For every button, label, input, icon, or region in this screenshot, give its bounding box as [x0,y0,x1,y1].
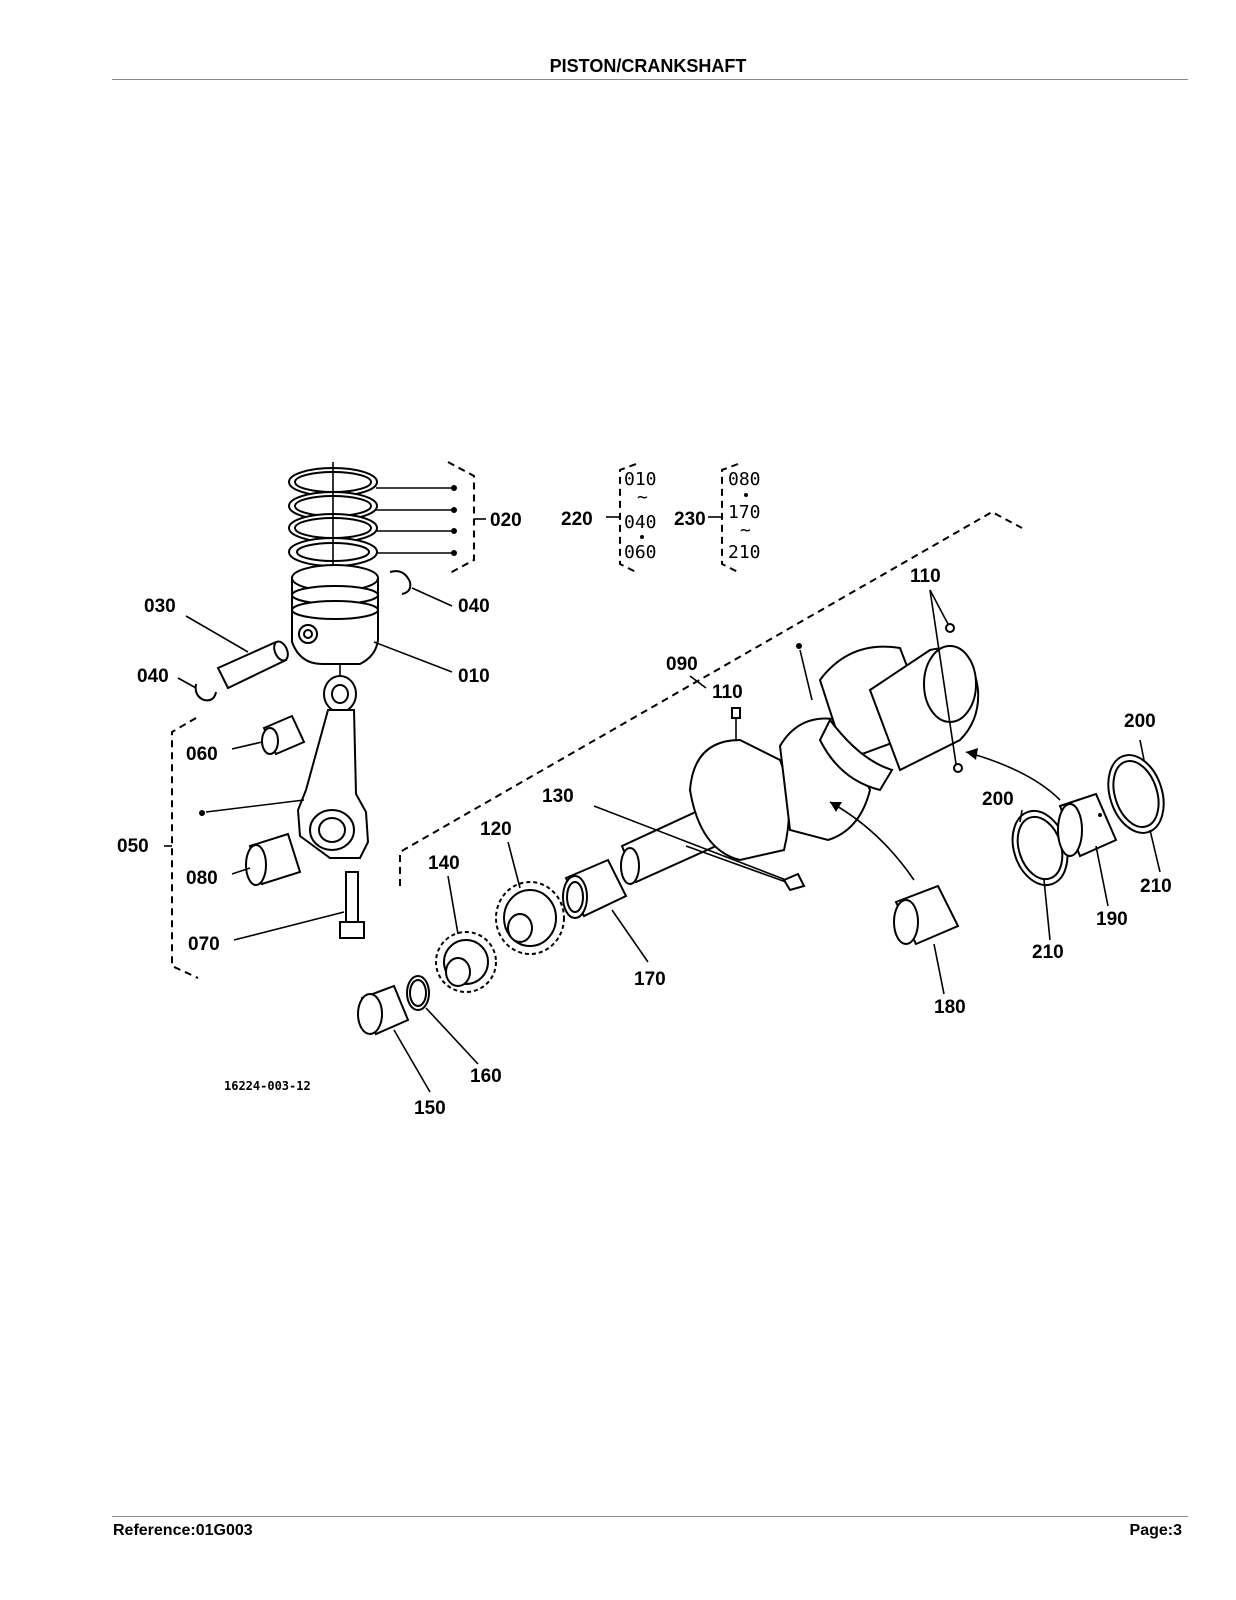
callout-040-left: 040 [137,666,169,687]
ring-leader-lines [376,461,486,575]
crankshaft-box [399,510,1023,886]
callout-060: 060 [186,744,218,765]
main-bearing-190 [1057,792,1118,907]
callout-050: 050 [117,836,149,857]
crankshaft-bushing-170 [562,858,649,963]
main-bearing-180 [893,884,960,995]
callout-080: 080 [186,868,218,889]
set-brackets [606,463,748,573]
callout-140: 140 [428,853,460,874]
callout-210-left: 210 [1032,942,1064,963]
thrust-washer-left [1011,809,1069,941]
set220-mid: 040 [624,512,657,533]
group-050-bracket [164,717,305,979]
thrust-washer-right [1107,739,1165,873]
set230-sep: ~ [740,520,751,541]
arrows [829,748,1061,881]
callout-200-left: 200 [982,789,1014,810]
footer-page-number: Page:3 [1129,1522,1182,1539]
callout-040-right: 040 [458,596,490,617]
feather-key [593,805,806,892]
snap-ring-left [177,677,217,702]
callout-010: 010 [458,666,490,687]
callout-160: 160 [470,1066,502,1087]
set230-top: 080 [728,469,761,490]
set230-mid: 170 [728,502,761,523]
callout-020: 020 [490,510,522,531]
callout-180: 180 [934,997,966,1018]
set230-bot: 210 [728,542,761,563]
callout-120: 120 [480,819,512,840]
drawing-code: 16224-003-12 [224,1079,311,1093]
page-title: PISTON/CRANKSHAFT [549,56,747,76]
callout-030: 030 [144,596,176,617]
conrod-bolt [233,871,365,941]
piston-rings [288,462,378,570]
connecting-rod [296,664,370,859]
footer-reference: Reference:01G003 [113,1522,253,1539]
callout-110-lower: 110 [712,682,743,703]
crank-gear-120 [495,841,565,955]
callout-190: 190 [1096,909,1128,930]
set220-bot: 060 [624,542,657,563]
callout-070: 070 [188,934,220,955]
small-end-bushing [231,714,306,756]
callout-220: 220 [561,509,593,530]
callout-130: 130 [542,786,574,807]
crankshaft [620,589,980,885]
conrod-bearing [231,832,302,886]
piston-pin [185,615,289,690]
collar-150 [357,984,431,1093]
o-ring-160 [406,975,479,1065]
callout-090: 090 [666,654,698,675]
set220-sep: ~ [637,487,648,508]
callout-210-right: 210 [1140,876,1172,897]
piston-leader-010 [373,641,453,673]
header-divider [112,79,1188,80]
callout-110-upper: 110 [910,566,941,587]
callout-200-right: 200 [1124,711,1156,732]
callout-230: 230 [674,509,706,530]
set220-top: 010 [624,469,657,490]
callout-170: 170 [634,969,666,990]
snap-ring-right [389,570,453,607]
gear-140 [435,875,497,993]
callout-150: 150 [414,1098,446,1119]
piston [291,564,379,665]
footer-divider [112,1516,1188,1517]
